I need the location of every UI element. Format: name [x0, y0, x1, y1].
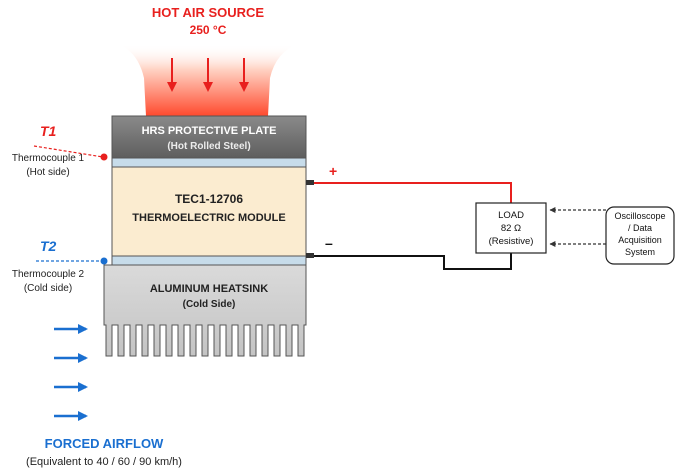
heatsink-title: ALUMINUM HEATSINK — [150, 283, 268, 295]
daq-line-4: System — [625, 247, 655, 257]
positive-wire — [314, 182, 512, 203]
ceramic-layer-top — [111, 157, 307, 168]
hrs-plate-title: HRS PROTECTIVE PLATE — [142, 125, 277, 137]
ceramic-layer-bottom — [111, 255, 307, 266]
negative-terminal — [306, 253, 314, 258]
negative-polarity: – — [325, 235, 333, 251]
aluminum-heatsink — [103, 264, 307, 357]
airflow-subtitle: (Equivalent to 40 / 60 / 90 km/h) — [26, 456, 182, 468]
load-resistance: 82 Ω — [501, 223, 521, 234]
t1-probe-dot — [100, 153, 108, 161]
load-box — [475, 202, 547, 254]
tec-module-name: THERMOELECTRIC MODULE — [132, 212, 285, 224]
heatsink-subtitle: (Cold Side) — [183, 299, 236, 310]
positive-polarity: + — [329, 163, 337, 179]
tec-module — [111, 166, 307, 257]
hot-air-temperature: 250 °C — [190, 23, 227, 37]
load-label: LOAD — [498, 210, 524, 221]
daq-line-2: / Data — [628, 223, 652, 233]
airflow-title: FORCED AIRFLOW — [45, 436, 164, 451]
t1-symbol: T1 — [40, 123, 57, 139]
daq-line-3: Acquisition — [618, 235, 662, 245]
daq-box — [605, 206, 675, 265]
load-type: (Resistive) — [489, 236, 534, 247]
tec-module-model: TEC1-12706 — [175, 192, 243, 206]
t1-label-side: (Hot side) — [26, 167, 69, 178]
t2-symbol: T2 — [40, 238, 57, 254]
t1-lead — [33, 145, 104, 158]
t2-label: Thermocouple 2 — [12, 269, 85, 280]
positive-terminal — [306, 180, 314, 185]
t2-probe-dot — [100, 257, 108, 265]
t2-label-side: (Cold side) — [24, 283, 72, 294]
hrs-plate-subtitle: (Hot Rolled Steel) — [167, 141, 250, 152]
hrs-protective-plate — [111, 115, 307, 159]
hot-air-title: HOT AIR SOURCE — [152, 5, 265, 20]
negative-wire — [314, 252, 512, 270]
daq-line-1: Oscilloscope — [614, 211, 665, 221]
t1-label: Thermocouple 1 — [12, 153, 85, 164]
